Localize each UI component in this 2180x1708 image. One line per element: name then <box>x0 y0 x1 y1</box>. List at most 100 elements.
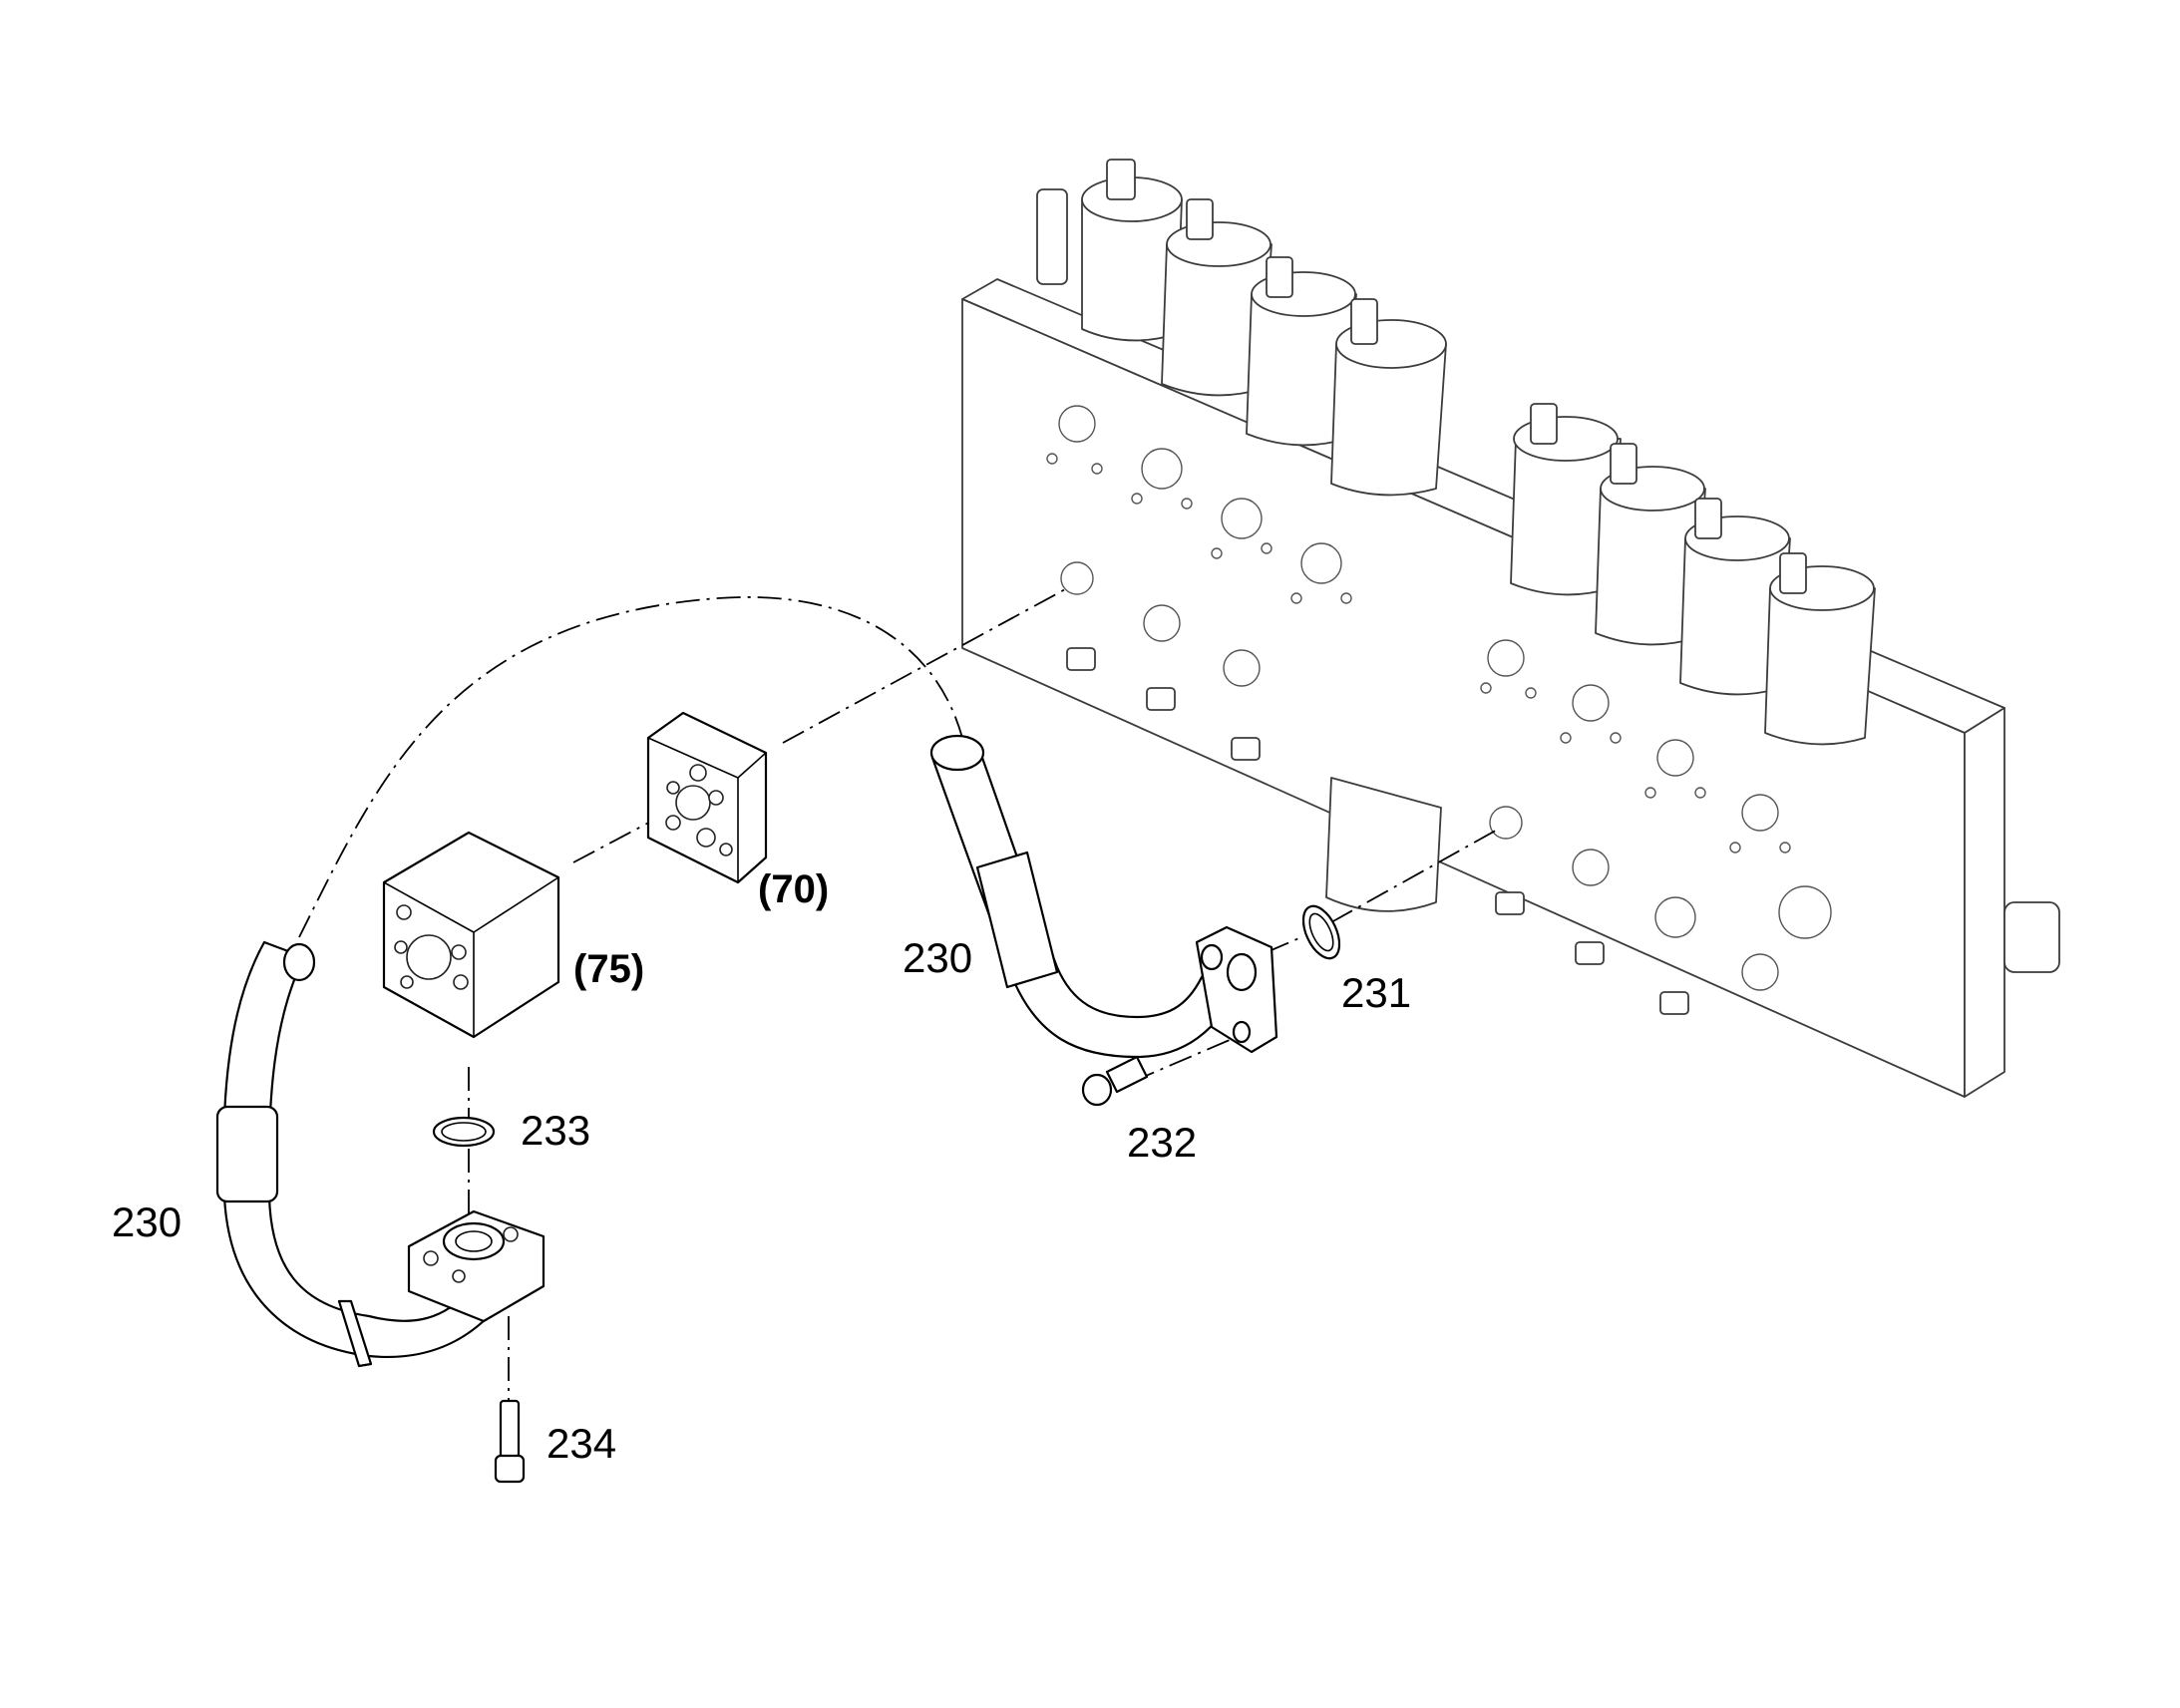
bolt-hole <box>1610 732 1622 744</box>
port-hole <box>1223 649 1261 687</box>
bolt-hole <box>1779 842 1791 854</box>
block70-bolt-hole <box>708 790 724 806</box>
bolt-hole <box>1046 453 1058 465</box>
block75-edge <box>473 876 559 933</box>
block70-bolt-hole <box>689 764 707 782</box>
callout-o-ring-right: 231 <box>1341 969 1411 1016</box>
solenoid-fitting <box>1186 198 1214 240</box>
valve-manifold <box>961 159 2060 1098</box>
solenoid-fitting <box>1779 552 1807 594</box>
solenoid-fitting <box>1694 498 1722 539</box>
block75-outline <box>382 831 560 1039</box>
block75-bolt-hole <box>400 975 414 989</box>
leader-arc-hose-to-hose <box>298 596 963 938</box>
port-hole <box>1141 448 1183 490</box>
port-hole <box>1058 405 1096 443</box>
block70-bolt-hole <box>665 815 681 831</box>
bolt-hole <box>1480 682 1492 694</box>
hose-left-end <box>282 942 316 982</box>
o-ring-right-outer <box>1301 904 1341 960</box>
flange-right-bolt-hole <box>1200 943 1224 971</box>
port-hole <box>1741 953 1779 991</box>
bolt-hole <box>1644 787 1656 799</box>
callout-hose-left: 230 <box>112 1198 182 1245</box>
manifold-post-left <box>1036 188 1068 285</box>
adapter-block-75 <box>382 831 560 1039</box>
block70-bolt-hole <box>719 843 733 856</box>
solenoid-fitting <box>1106 159 1136 200</box>
bolt-hole <box>1729 842 1741 854</box>
solenoid-fitting <box>1266 256 1293 298</box>
block75-bolt-hole <box>396 904 412 920</box>
port-hole <box>1487 639 1525 677</box>
block75-port <box>406 934 452 980</box>
port-hole <box>1741 794 1779 832</box>
leader-oring-to-manifold <box>1330 827 1502 923</box>
bolt-hole <box>1525 687 1537 699</box>
bolt-hole <box>1261 542 1272 554</box>
bolt-hole <box>1211 547 1223 559</box>
bottom-fitting <box>1575 941 1605 965</box>
callout-block-75: (75) <box>573 947 644 991</box>
bolt-hole <box>1340 592 1352 604</box>
solenoid-fitting <box>1610 443 1637 485</box>
hose-left-ring <box>337 1299 373 1368</box>
hose-assembly-right <box>929 734 1278 1059</box>
hose-right-end <box>929 734 985 772</box>
bottom-fitting <box>1146 687 1176 711</box>
bolt-hole <box>1091 463 1103 475</box>
bolt-hole <box>1290 592 1302 604</box>
screw-left-head <box>494 1454 526 1484</box>
port-hole <box>1572 684 1610 722</box>
callout-labels: 230 230 231 232 233 234 (70) (75) <box>112 867 1411 1467</box>
screw-right-head <box>1081 1073 1113 1107</box>
flange-left-bolt-hole <box>503 1226 519 1242</box>
bolt-hole <box>1131 493 1143 505</box>
block70-bolt-hole <box>666 781 680 795</box>
bolt-hole <box>1181 498 1193 510</box>
manifold-port-holes <box>1046 405 1832 991</box>
solenoid-cap-top <box>1513 416 1619 462</box>
adapter-block-70 <box>646 711 768 884</box>
hose-left-sleeve <box>215 1105 279 1203</box>
manifold-side-face <box>1964 707 2005 1098</box>
port-plug <box>1778 885 1832 939</box>
bottom-fitting <box>1495 891 1525 915</box>
o-ring-231 <box>1301 904 1341 960</box>
port-hole <box>1489 806 1523 840</box>
solenoid-cap-top <box>1166 221 1272 267</box>
port-hole <box>1572 849 1610 886</box>
port-hole <box>1060 561 1094 595</box>
block75-bolt-hole <box>453 974 469 990</box>
flange-left-inner-bore <box>455 1230 493 1252</box>
hose-right-sleeve <box>975 851 1059 989</box>
bolt-hole <box>1694 787 1706 799</box>
block75-bolt-hole <box>451 944 467 960</box>
flange-left-bolt-hole <box>452 1269 466 1283</box>
flange-right-bore <box>1226 952 1258 992</box>
port-hole <box>1300 542 1342 584</box>
o-ring-233 <box>432 1116 496 1148</box>
block70-port <box>675 785 711 821</box>
screw-right-shank <box>1105 1055 1149 1094</box>
port-hole <box>1656 739 1694 777</box>
flange-left-bore <box>442 1221 506 1261</box>
bottom-fitting <box>1066 647 1096 671</box>
hose-assembly-left <box>215 940 545 1368</box>
callout-screw-right: 232 <box>1127 1119 1197 1166</box>
block70-edge <box>737 752 767 779</box>
port-hole <box>1221 498 1263 539</box>
bottom-fitting <box>1231 737 1261 761</box>
callout-screw-left: 234 <box>546 1420 616 1467</box>
solenoid-fitting <box>1530 403 1558 445</box>
leader-screw-to-flange <box>1131 1036 1238 1083</box>
screw-232 <box>1081 1055 1149 1107</box>
solenoid-group-2 <box>1510 403 1876 746</box>
screw-234 <box>494 1399 526 1484</box>
leader-lines <box>298 587 1502 1416</box>
port-hole <box>1143 604 1181 642</box>
block75-bolt-hole <box>394 940 408 954</box>
flange-left-bolt-hole <box>423 1250 439 1266</box>
